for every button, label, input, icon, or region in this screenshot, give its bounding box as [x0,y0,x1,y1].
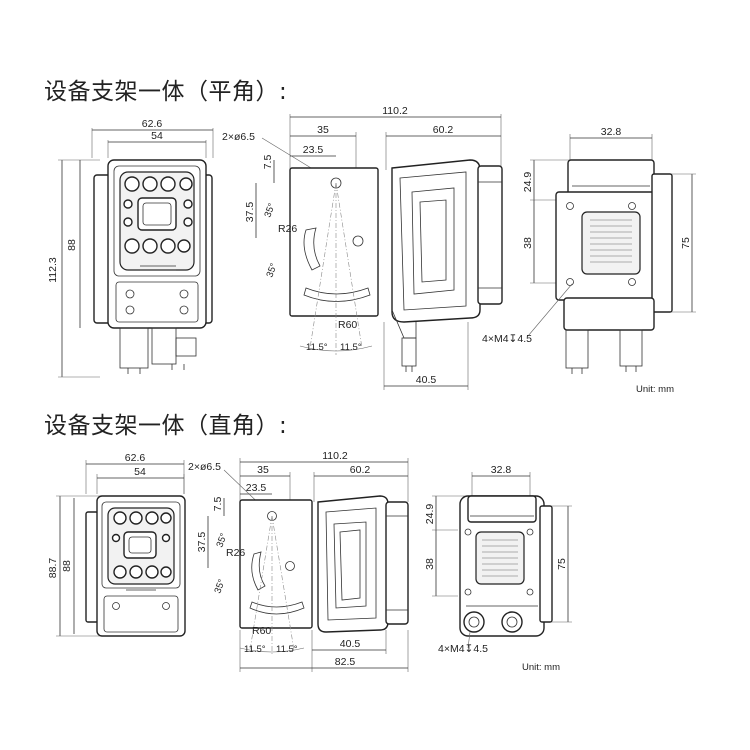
dim2-arc-angle-top: 35° [214,532,229,549]
dim-hole-spec: 2×ø6.5 [222,131,255,143]
dim2-back-mid: 38 [424,558,436,570]
dim-angle-right: 11.5° [340,342,362,353]
side-view-2: 110.2 35 60.2 23.5 2×ø6.5 7.5 37.5 35° R… [188,450,409,672]
dim2-back-height: 75 [556,558,568,570]
dim-angle-left: 11.5° [306,342,328,353]
dim2-hole-offset-y: 7.5 [212,497,224,512]
dim-front-width-outer: 62.6 [142,118,163,130]
dim-thread-spec: 4×M4↧4.5 [482,333,532,345]
dim2-back-offset: 24.9 [424,504,436,525]
dim-arc-radius-small: R26 [278,223,297,235]
dim-base-depth: 40.5 [416,374,437,386]
dim2-front-width-outer: 62.6 [125,452,146,464]
front-view: 62.6 54 112.3 88 [47,118,214,378]
dim-back-height: 75 [680,237,692,249]
dim-front-height-outer: 112.3 [47,257,59,283]
dim-back-top-width: 32.8 [601,126,622,138]
dim-vertical-offset: 37.5 [244,202,256,223]
dim2-arc-angle-bottom: 35° [212,578,227,595]
dim-arc-angle-top: 35° [262,202,277,219]
drawing-flat-angle: 62.6 54 112.3 88 [47,105,696,395]
dim2-base-depth: 40.5 [340,638,361,650]
dim2-total-length: 110.2 [322,450,348,462]
dim2-back-top-width: 32.8 [491,464,512,476]
dim-body-length: 60.2 [433,124,454,136]
dim2-angle-right: 11.5° [276,644,298,655]
dim2-arc-radius-large: R60 [252,625,271,637]
unit-label-1: Unit: mm [636,384,674,395]
dim-bracket-width: 35 [317,124,329,136]
dim2-arc-radius-small: R26 [226,547,245,559]
dim-front-height-inner: 88 [66,239,78,251]
dim-back-mid: 38 [522,237,534,249]
dim2-hole-spec: 2×ø6.5 [188,461,221,473]
drawing-right-angle: 62.6 54 88.7 88 110.2 [47,450,572,673]
dim-front-width-inner: 54 [151,130,163,142]
back-view: 32.8 24.9 38 75 [482,126,696,395]
dim2-thread-spec: 4×M4↧4.5 [438,643,488,655]
dim2-hole-offset-x: 23.5 [246,482,267,494]
dim2-vertical-offset: 37.5 [196,532,208,553]
dim2-bracket-width: 35 [257,464,269,476]
dim-back-offset: 24.9 [522,172,534,193]
side-view: 110.2 35 60.2 23.5 2×ø6.5 7.5 37.5 35° R… [222,105,503,390]
section-title-right-angle: 设备支架一体（直角）: [44,413,288,439]
dim-hole-offset-y: 7.5 [262,155,274,170]
dim2-front-width-inner: 54 [134,466,146,478]
dim2-angle-left: 11.5° [244,644,266,655]
section-title-flat: 设备支架一体（平角）: [44,79,288,105]
dim-arc-angle-bottom: 35° [264,262,279,279]
dim-total-length: 110.2 [382,105,408,117]
unit-label-2: Unit: mm [522,662,560,673]
front-view-2: 62.6 54 88.7 88 [47,452,186,637]
back-view-2: 32.8 24.9 38 75 4×M4↧4.5 Un [424,464,572,673]
dim2-front-height-inner: 88 [61,560,73,572]
dim2-body-length: 60.2 [350,464,371,476]
dim-hole-offset-x: 23.5 [303,144,324,156]
dim2-front-height-outer: 88.7 [47,558,59,579]
dim-arc-radius-large: R60 [338,319,357,331]
dim2-overall-depth: 82.5 [335,656,356,668]
